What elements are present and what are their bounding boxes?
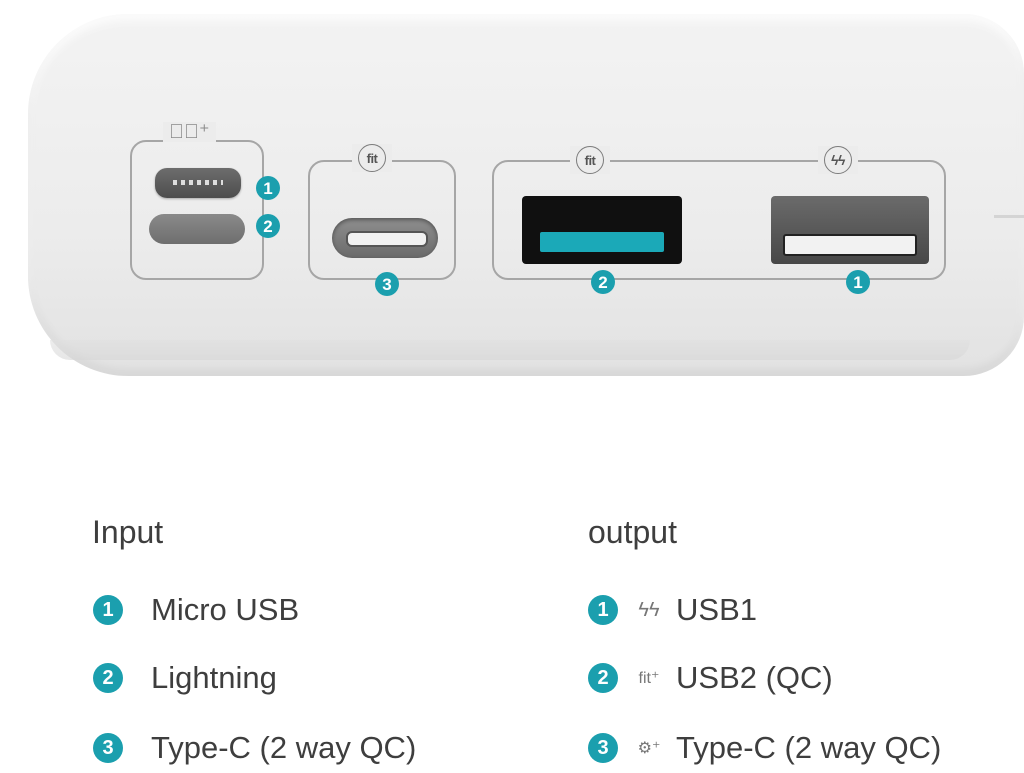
input-item-badge: 2: [93, 663, 123, 693]
usb2-badge: 2: [591, 270, 615, 294]
output-title: output: [588, 514, 677, 550]
micro-usb-port: [155, 168, 241, 198]
output-item-label: USB1: [676, 592, 757, 627]
input-item-1: 1 Micro USB: [93, 592, 299, 628]
fit-text: fit: [584, 152, 596, 168]
output-port-group: [492, 160, 946, 280]
output-item-label: USB2 (QC): [676, 660, 833, 695]
input-item-label: Micro USB: [151, 592, 300, 627]
typec-fit-icon: fit: [352, 144, 392, 172]
output-item-1: 1 ϟϟ USB1: [588, 592, 757, 628]
output-item-badge: 3: [588, 733, 618, 763]
quick-charge-icon: ϟϟ: [638, 598, 660, 621]
output-item-3: 3 ⚙⁺ Type-C (2 way QC): [588, 730, 941, 766]
input-title: Input: [92, 514, 164, 550]
output-item-badge: 1: [588, 595, 618, 625]
micro-usb-badge: 1: [256, 176, 280, 200]
typec-badge: 3: [375, 272, 399, 296]
usb1-badge: 1: [846, 270, 870, 294]
fit-text: fit: [366, 150, 378, 166]
input-item-badge: 3: [93, 733, 123, 763]
input-item-2: 2 Lightning: [93, 660, 277, 696]
usb2-fit-icon: fit: [570, 146, 610, 174]
fit-icon: fit⁺: [638, 670, 660, 687]
output-item-badge: 2: [588, 663, 618, 693]
input-item-label: Lightning: [151, 660, 277, 695]
input-item-badge: 1: [93, 595, 123, 625]
lightning-badge: 2: [256, 214, 280, 238]
input-charge-icon: ⊸⃝⁺: [163, 122, 216, 142]
input-item-3: 3 Type-C (2 way QC): [93, 730, 416, 766]
usb1-quick-charge-icon: ϟϟ: [818, 146, 858, 174]
lightning-port: [149, 214, 245, 244]
typec-port: [332, 218, 438, 258]
device-bottom-edge: [50, 340, 970, 360]
usb2-port: [522, 196, 682, 264]
output-item-2: 2 fit⁺ USB2 (QC): [588, 660, 833, 696]
fit-charge-icon: ⚙⁺: [637, 740, 661, 757]
input-port-group: [130, 140, 264, 280]
device-seam: [994, 215, 1024, 218]
usb1-port: [771, 196, 929, 264]
input-item-label: Type-C (2 way QC): [151, 730, 417, 765]
output-item-label: Type-C (2 way QC): [676, 730, 942, 765]
